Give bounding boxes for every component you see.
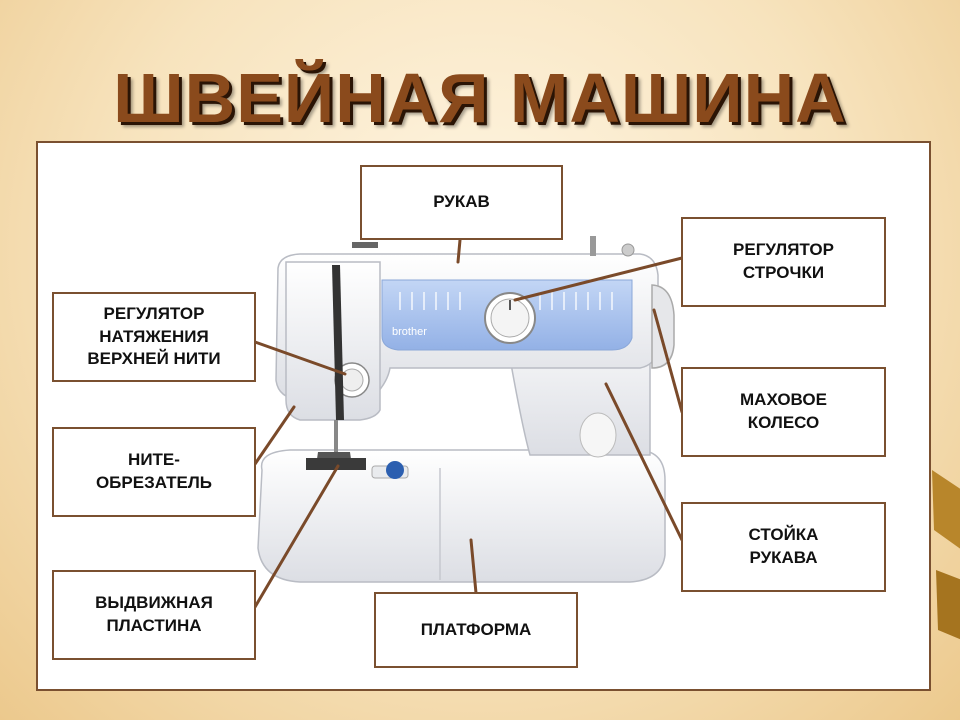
brand-logo: brother xyxy=(392,326,427,338)
flywheel xyxy=(651,284,675,369)
label-sliding-plate: ВЫДВИЖНАЯ ПЛАСТИНА xyxy=(52,570,256,660)
leader-flywheel xyxy=(652,308,684,414)
label-sleeve-stand: СТОЙКА РУКАВА xyxy=(681,502,886,592)
machine-platform xyxy=(257,449,666,583)
leader-stitch-regulator xyxy=(513,256,684,302)
label-platform: ПЛАТФОРМА xyxy=(374,592,578,668)
leader-sleeve-stand xyxy=(604,382,684,542)
leader-sliding-plate xyxy=(253,464,340,609)
sewing-machine: brother xyxy=(257,236,675,583)
stitch-symbols xyxy=(399,292,613,310)
leader-sleeve xyxy=(456,238,462,264)
leader-tension xyxy=(253,340,347,376)
leader-thread-cutter xyxy=(253,405,296,466)
leader-platform xyxy=(469,538,478,595)
label-tension-regulator: РЕГУЛЯТОР НАТЯЖЕНИЯ ВЕРХНЕЙ НИТИ xyxy=(52,292,256,382)
label-sleeve: РУКАВ xyxy=(360,165,563,240)
label-thread-cutter: НИТЕ- ОБРЕЗАТЕЛЬ xyxy=(52,427,256,517)
label-stitch-regulator: РЕГУЛЯТОР СТРОЧКИ xyxy=(681,217,886,307)
leader-lines xyxy=(253,238,684,609)
label-flywheel: МАХОВОЕ КОЛЕСО xyxy=(681,367,886,457)
page-title: ШВЕЙНАЯ МАШИНА xyxy=(113,59,847,137)
ribbon-decoration xyxy=(932,470,960,640)
